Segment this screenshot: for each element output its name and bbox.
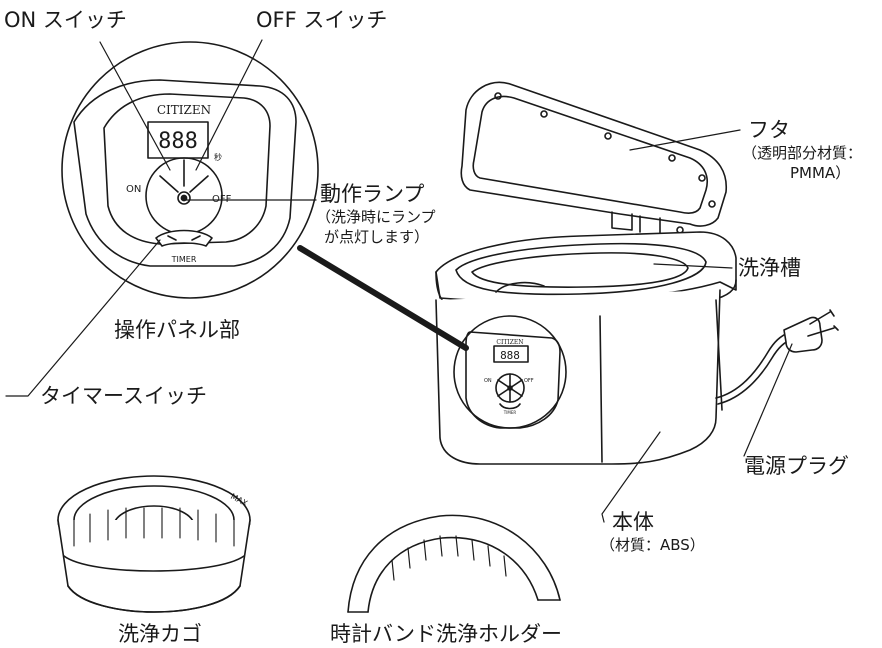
label-band-holder: 時計バンド洗浄ホルダー — [330, 622, 563, 646]
label-off-switch: OFF スイッチ — [256, 8, 388, 32]
label-wash-basket: 洗浄カゴ — [118, 622, 202, 646]
lid-illustration — [460, 81, 727, 235]
small-panel-off-label: OFF — [524, 378, 534, 384]
small-panel-display: 888 — [500, 349, 520, 362]
panel-callout-illustration — [61, 41, 319, 299]
leader-lines — [5, 39, 793, 523]
small-panel-illustration — [453, 315, 567, 429]
label-on-switch: ON スイッチ — [4, 8, 127, 32]
label-lamp-note-2: が点灯します） — [324, 228, 430, 246]
label-wash-tank: 洗浄槽 — [738, 256, 801, 280]
small-panel-on-label: ON — [484, 378, 492, 384]
label-operation-lamp: 動作ランプ — [320, 182, 425, 206]
panel-seconds-unit: 秒 — [214, 152, 222, 162]
label-lid-note-1: （透明部分材質： — [742, 144, 863, 162]
panel-on-label: ON — [126, 184, 141, 195]
label-timer-switch: タイマースイッチ — [40, 384, 207, 408]
panel-off-label: OFF — [212, 194, 232, 205]
panel-timer-label: TIMER — [171, 255, 197, 264]
label-control-panel: 操作パネル部 — [114, 318, 240, 342]
label-power-plug: 電源プラグ — [744, 454, 849, 478]
small-panel-brand: CITIZEN — [496, 339, 523, 346]
label-lid: フタ — [748, 118, 790, 142]
label-lamp-note-1: （洗浄時にランプ — [316, 208, 436, 226]
basket-illustration — [57, 475, 251, 613]
label-main-body: 本体 — [612, 510, 654, 534]
panel-brand: CITIZEN — [157, 103, 211, 117]
small-panel-timer-label: TIMER — [503, 410, 517, 415]
holder-illustration — [347, 514, 561, 613]
label-body-note: （材質：ABS） — [600, 536, 705, 554]
panel-display: 888 — [158, 129, 198, 154]
label-lid-note-2: PMMA） — [790, 164, 851, 182]
